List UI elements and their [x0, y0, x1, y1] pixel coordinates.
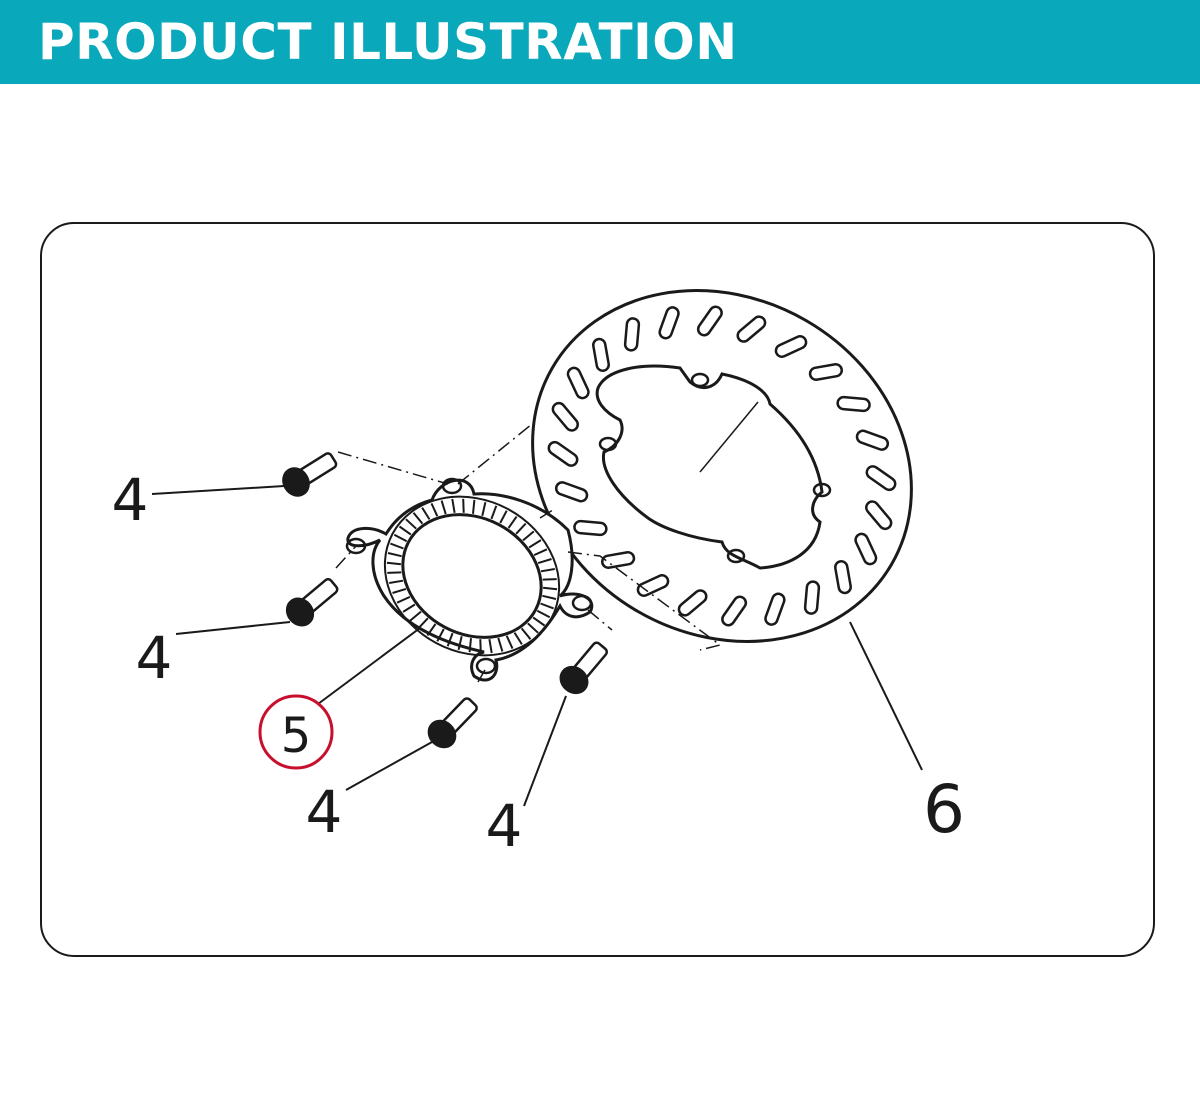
disc-slot [636, 574, 670, 597]
tone-ring-tooth [405, 518, 417, 530]
tone-ring-tooth [520, 627, 532, 640]
disc-slot [854, 532, 878, 566]
alignment-lines [335, 423, 722, 683]
disc-slot [836, 395, 871, 413]
disc-slot [592, 337, 610, 372]
disc-center-cutout [595, 364, 824, 570]
tone-ring-tooth [499, 510, 508, 524]
brake-disc-part [531, 289, 913, 643]
tone-ring-tooth [462, 498, 465, 513]
tone-ring-tooth [402, 603, 416, 613]
part-label-bolt: 4 [112, 466, 149, 534]
tone-ring-tooth [542, 594, 557, 600]
tone-ring-part [345, 477, 594, 682]
disc-slot [554, 481, 589, 503]
tone-ring-tooth [540, 568, 555, 573]
tone-ring-tooth [522, 530, 535, 542]
tone-ring-tooth [417, 617, 429, 630]
disc-slot [573, 519, 608, 537]
tone-ring-tooth [430, 502, 439, 517]
disc-slot [721, 595, 748, 627]
disc-slot [736, 315, 767, 343]
tone-ring-tooth [387, 571, 402, 574]
disc-slot [865, 500, 893, 531]
tone-ring-tooth [457, 635, 463, 651]
tone-ring-tooth [468, 638, 472, 653]
disc-slot [834, 560, 852, 595]
tone-ring-tooth [426, 623, 437, 636]
disc-slot [803, 580, 821, 615]
highlight-circle [258, 694, 334, 770]
tone-ring-tooth [392, 587, 407, 594]
disc-slot [623, 317, 641, 352]
tone-ring-tooth [409, 610, 422, 622]
tone-ring-tooth [532, 616, 546, 627]
disc-slot [764, 592, 786, 626]
tone-ring-tooth [497, 637, 504, 652]
tone-ring-tooth [421, 507, 431, 520]
tone-ring-tooth [533, 548, 548, 557]
tone-ring-tooth [536, 609, 551, 619]
tone-ring-tooth [440, 500, 447, 515]
tone-ring-tooth [527, 622, 539, 634]
tone-ring-tooth [537, 558, 552, 565]
tone-ring-tooth [472, 499, 476, 514]
part-label-tone-ring: 5 [281, 708, 312, 764]
tone-ring-tooth [396, 595, 411, 604]
tone-ring-tooth [490, 505, 498, 520]
tone-ring-tooth [507, 516, 518, 529]
disc-slot [566, 366, 590, 400]
tone-ring-tooth [513, 632, 523, 645]
header-banner: PRODUCT ILLUSTRATION [0, 0, 1200, 84]
leader-lines [151, 485, 923, 807]
tone-ring-tooth [481, 501, 487, 517]
disc-slot [547, 440, 579, 467]
tone-ring-tooth [542, 578, 557, 581]
page-title: PRODUCT ILLUSTRATION [38, 13, 738, 71]
tone-ring-teeth [386, 498, 558, 654]
tone-ring-tooth [412, 512, 424, 525]
disc-slot [696, 305, 723, 337]
tone-ring-tooth [479, 639, 482, 654]
disc-slot [658, 306, 680, 340]
part-label-bolt: 4 [486, 792, 523, 860]
tone-ring-tooth [451, 498, 456, 513]
disc-slot [774, 335, 808, 358]
part-label-brake-disc: 6 [923, 771, 965, 848]
disc-slot [855, 429, 890, 451]
disc-cooling-slots [547, 305, 897, 627]
tone-ring-tooth [436, 628, 445, 642]
tone-ring-tooth [488, 639, 493, 654]
tone-ring-tooth [386, 561, 401, 566]
diagram-frame [40, 222, 1155, 957]
part-label-bolt: 4 [136, 624, 173, 692]
disc-slot [601, 551, 636, 569]
tone-ring-tooth [505, 635, 514, 650]
tone-ring-tooth [543, 586, 558, 591]
disc-slot [808, 363, 843, 381]
tone-ring-tooth [389, 579, 404, 584]
disc-slot [865, 465, 897, 492]
disc-slot [551, 401, 579, 432]
tone-ring-tooth [446, 632, 454, 647]
part-label-bolt: 4 [306, 778, 343, 846]
tone-ring-tooth [540, 602, 554, 610]
disc-slot [677, 589, 708, 617]
tone-ring-tooth [398, 525, 412, 536]
tone-ring-tooth [528, 539, 542, 549]
tone-ring-tooth [393, 533, 408, 543]
tone-ring-tooth [390, 542, 404, 550]
tone-ring-tooth [387, 552, 402, 558]
bolt-part [282, 452, 609, 749]
tone-ring-tooth [515, 522, 527, 535]
